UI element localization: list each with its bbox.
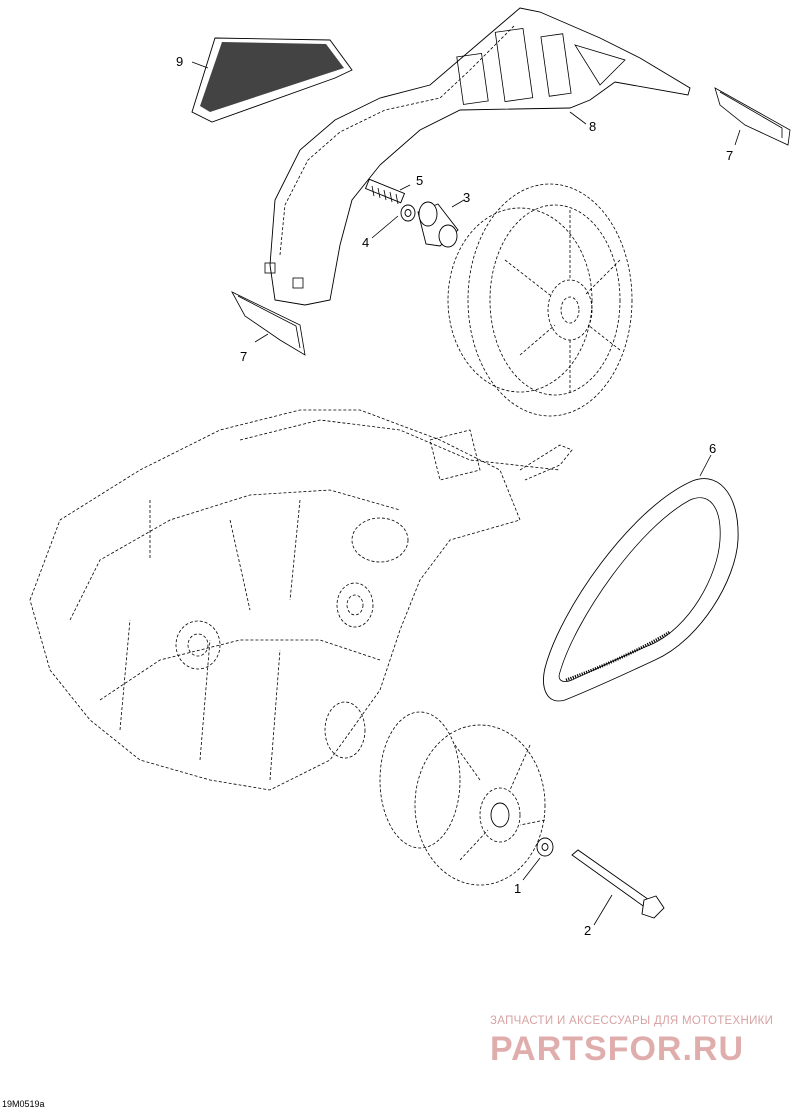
engine-assembly: [29, 409, 573, 791]
part-8-belt-guard: [264, 7, 691, 306]
part-6-drive-belt: [543, 478, 739, 702]
part-5-screw: [364, 178, 406, 205]
callout-1: 1: [514, 881, 521, 896]
part-2-bolt: [571, 849, 665, 919]
callout-5: 5: [416, 173, 423, 188]
part-7-clip-lower: [231, 291, 306, 356]
part-3-spacer: [417, 201, 459, 248]
driven-pulley: [447, 183, 633, 417]
part-1-washer: [536, 837, 554, 857]
figure-code: 19M0519a: [2, 1099, 45, 1109]
watermark-logo: PARTSFOR.RU: [490, 1030, 745, 1068]
part-7-clip-upper: [714, 87, 791, 146]
callout-8: 8: [589, 119, 596, 134]
callout-7-lower: 7: [240, 349, 247, 364]
part-4-washer: [400, 204, 416, 222]
watermark-tagline: ЗАПЧАСТИ И АКСЕССУАРЫ ДЛЯ МОТОТЕХНИКИ: [490, 1015, 774, 1027]
drive-pulley: [379, 711, 546, 886]
callout-3: 3: [463, 190, 470, 205]
callout-4: 4: [362, 235, 369, 250]
callout-9: 9: [176, 54, 183, 69]
callout-7-upper: 7: [726, 148, 733, 163]
callout-6: 6: [709, 441, 716, 456]
callout-2: 2: [584, 923, 591, 938]
part-9-pad: [191, 37, 353, 123]
leader-lines: [191, 61, 741, 926]
